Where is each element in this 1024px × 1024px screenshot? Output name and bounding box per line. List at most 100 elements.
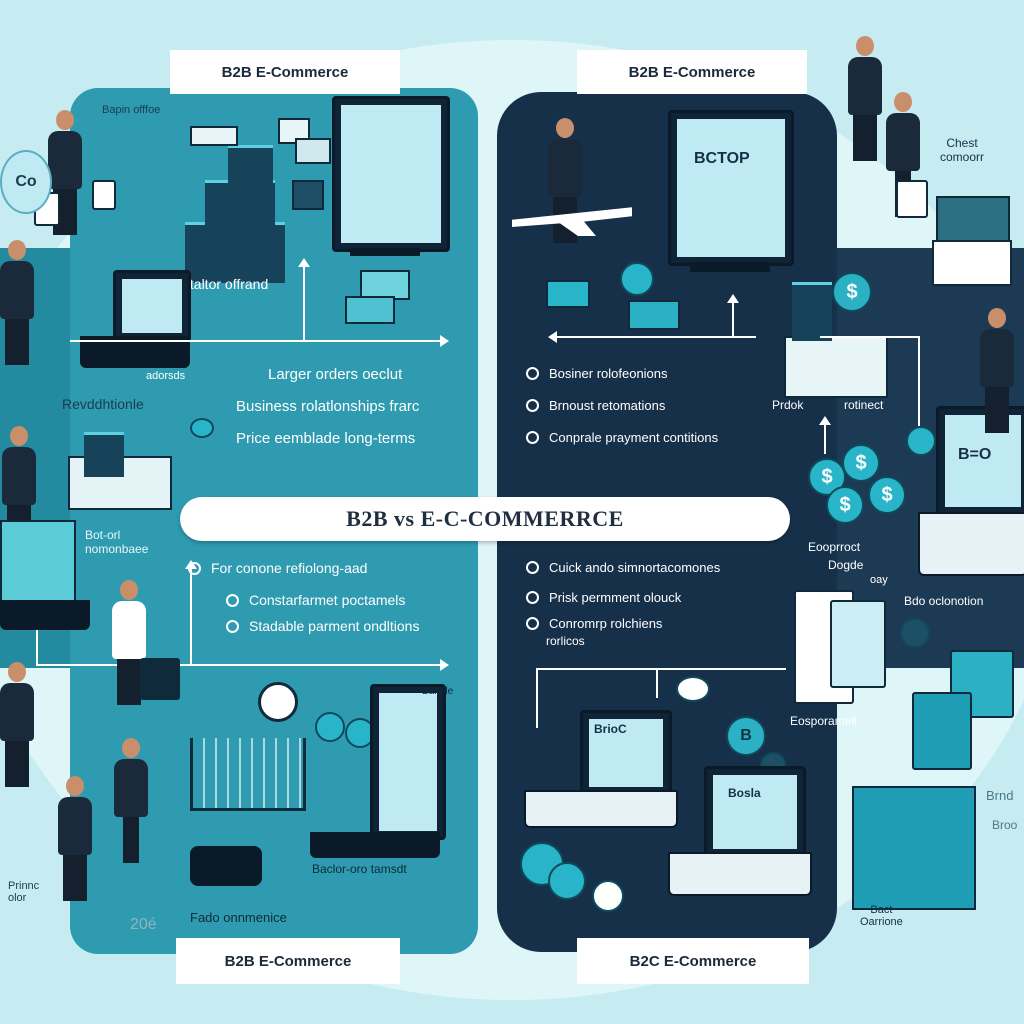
cash-register-icon: [84, 432, 124, 477]
businessman-figure: [0, 662, 34, 787]
bottom-mid-label: Baclor-oro tamsdt: [312, 862, 407, 876]
shopping-bag-icon: [896, 180, 928, 218]
flow-line: [36, 600, 38, 666]
offic-label: Bapin offfoe: [102, 104, 161, 116]
dollar-coin-icon: $: [842, 444, 880, 482]
clock-icon: [258, 682, 298, 722]
coin-stack-icon: [548, 862, 586, 900]
ecoproduct-label: Eooprroct: [808, 540, 861, 554]
right-top-bullet-3: Conprale prayment contitions: [526, 430, 718, 445]
flow-line: [536, 668, 538, 728]
adorsds-label: adorsds: [146, 370, 186, 382]
left-bottom-bullet-3: Stadable parment ondltions: [226, 618, 419, 634]
flow-line: [36, 664, 440, 666]
store-sign-icon: [190, 126, 238, 146]
coin-stack-icon: [792, 282, 832, 341]
arrow-up-icon: [727, 294, 739, 303]
fado-label: Fado onnmenice: [190, 910, 287, 925]
right-top-bullet-1: Bosiner rolofeonions: [526, 366, 668, 381]
tablet-icon: [370, 684, 446, 840]
flow-line: [824, 424, 826, 454]
flow-line: [536, 668, 786, 670]
arrow-left-icon: [548, 331, 557, 343]
businessman-figure: [980, 308, 1014, 433]
bullet-dot-icon: [526, 617, 539, 630]
brlo-label: Broo: [992, 818, 1018, 832]
reorder-label: Revddhtionle: [62, 396, 144, 412]
screen-label: B=O: [958, 446, 992, 463]
screen-label: Bosla: [728, 786, 761, 800]
bullet-dot-icon: [226, 619, 239, 633]
year-label: 20é: [130, 916, 157, 933]
left-top-bullet-2: Business rolatlonships frarc: [236, 398, 420, 415]
bdo-label: Bdo oclonotion: [904, 594, 984, 608]
right-bottom-sub-label: rorlicos: [546, 634, 585, 648]
bullet-dot-icon: [526, 367, 539, 380]
brands-label: Bandle: [422, 686, 454, 697]
left-footer-title: B2B E-Commerce: [176, 938, 400, 984]
desktop-monitor-icon: [668, 110, 794, 266]
dollar-coin-icon: $: [868, 476, 906, 514]
right-top-bullet-2: Brnoust retomations: [526, 398, 665, 413]
oay-label: oay: [870, 574, 888, 586]
bogde-label: Dogde: [828, 558, 864, 572]
bot-label: Bot-orl nomonbaee: [85, 528, 149, 556]
esporamelt-label: Eosporamelt: [790, 714, 858, 728]
arrow-right-icon: [440, 335, 449, 347]
flow-line: [820, 336, 920, 338]
bullet-dot-icon: [226, 593, 239, 607]
phone-icon: [190, 846, 262, 886]
arrow-up-icon: [819, 416, 831, 425]
screen-label: BCTOP: [694, 150, 750, 167]
monitor-stand: [350, 248, 420, 256]
flow-line: [556, 336, 756, 338]
flow-line: [70, 340, 440, 342]
boxes-stack-illustration: [185, 222, 285, 283]
package-icon: [852, 786, 976, 910]
prinnc-label: Prinnc olor: [8, 880, 40, 904]
left-top-bullet-3: Price eemblade long-terms: [236, 430, 416, 447]
proto-label: Prdok: [772, 398, 804, 412]
laptop-keyboard: [524, 790, 678, 828]
right-bottom-bullet-1: Cuick ando simnortacomones: [526, 560, 720, 575]
flow-line: [918, 336, 920, 426]
flow-line: [732, 302, 734, 338]
search-icon: [900, 618, 930, 648]
flow-line: [656, 668, 658, 698]
chest-label: Chest comoorr: [940, 136, 985, 164]
shopping-bag-icon: [950, 650, 1014, 718]
businessman-figure: [58, 776, 92, 901]
arrow-right-icon: [440, 659, 449, 671]
bullet-dot-icon: [526, 431, 539, 444]
coin-stack-icon: [315, 712, 345, 742]
arrow-up-icon: [298, 258, 310, 267]
shopping-bag-icon: [830, 600, 886, 688]
catalog-label: Cataltor offrand: [172, 276, 269, 292]
woman-figure: [114, 738, 148, 863]
keyboard-icon: [918, 512, 1024, 576]
bullet-dot-icon: [526, 591, 539, 604]
coin-icon: [592, 880, 624, 912]
boxes-stack-top: [205, 180, 275, 227]
businessman-figure: [48, 110, 82, 235]
desktop-monitor-icon: [332, 96, 450, 252]
rotinect-label: rotinect: [844, 398, 884, 412]
box-icon: [292, 180, 324, 210]
left-bottom-bullet-2: Constarfarmet poctamels: [226, 592, 405, 608]
cloud-icon: [190, 418, 214, 438]
brand-label: Brnd: [986, 788, 1014, 803]
box-icon: [784, 336, 888, 398]
box-icon: [295, 138, 331, 164]
document-chart-icon: [932, 240, 1012, 286]
right-header-title: B2B E-Commerce: [577, 50, 807, 94]
shopping-bag-icon: [912, 692, 972, 770]
woman-figure: [112, 580, 146, 705]
cash-stack-icon: [628, 300, 680, 330]
laptop-keyboard: [0, 600, 90, 630]
shopping-bag-icon: [140, 658, 180, 700]
arrow-up-icon: [185, 560, 197, 569]
businessman-figure: [0, 240, 34, 365]
boxes-stack-peak: [228, 145, 273, 184]
left-top-bullet-1: Larger orders oeclut: [268, 366, 403, 383]
coin-stack-icon: [906, 426, 936, 456]
